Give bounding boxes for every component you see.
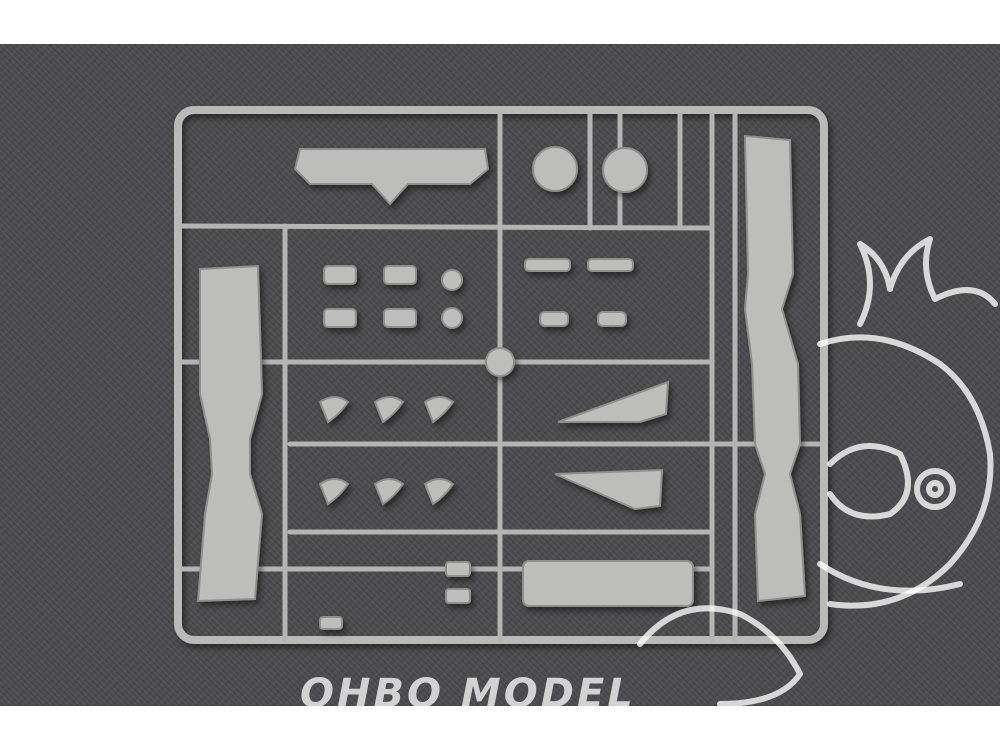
sprue-runners: [179, 111, 823, 643]
photo-area: OHBO MODEL: [0, 44, 1000, 706]
bottom-white-band: [0, 706, 1000, 750]
top-white-band: [0, 0, 1000, 44]
sprue-parts: [196, 134, 807, 630]
watermark-text: OHBO MODEL: [300, 674, 636, 706]
watermark-logo: [637, 236, 998, 706]
sprue-illustration: [174, 106, 998, 706]
